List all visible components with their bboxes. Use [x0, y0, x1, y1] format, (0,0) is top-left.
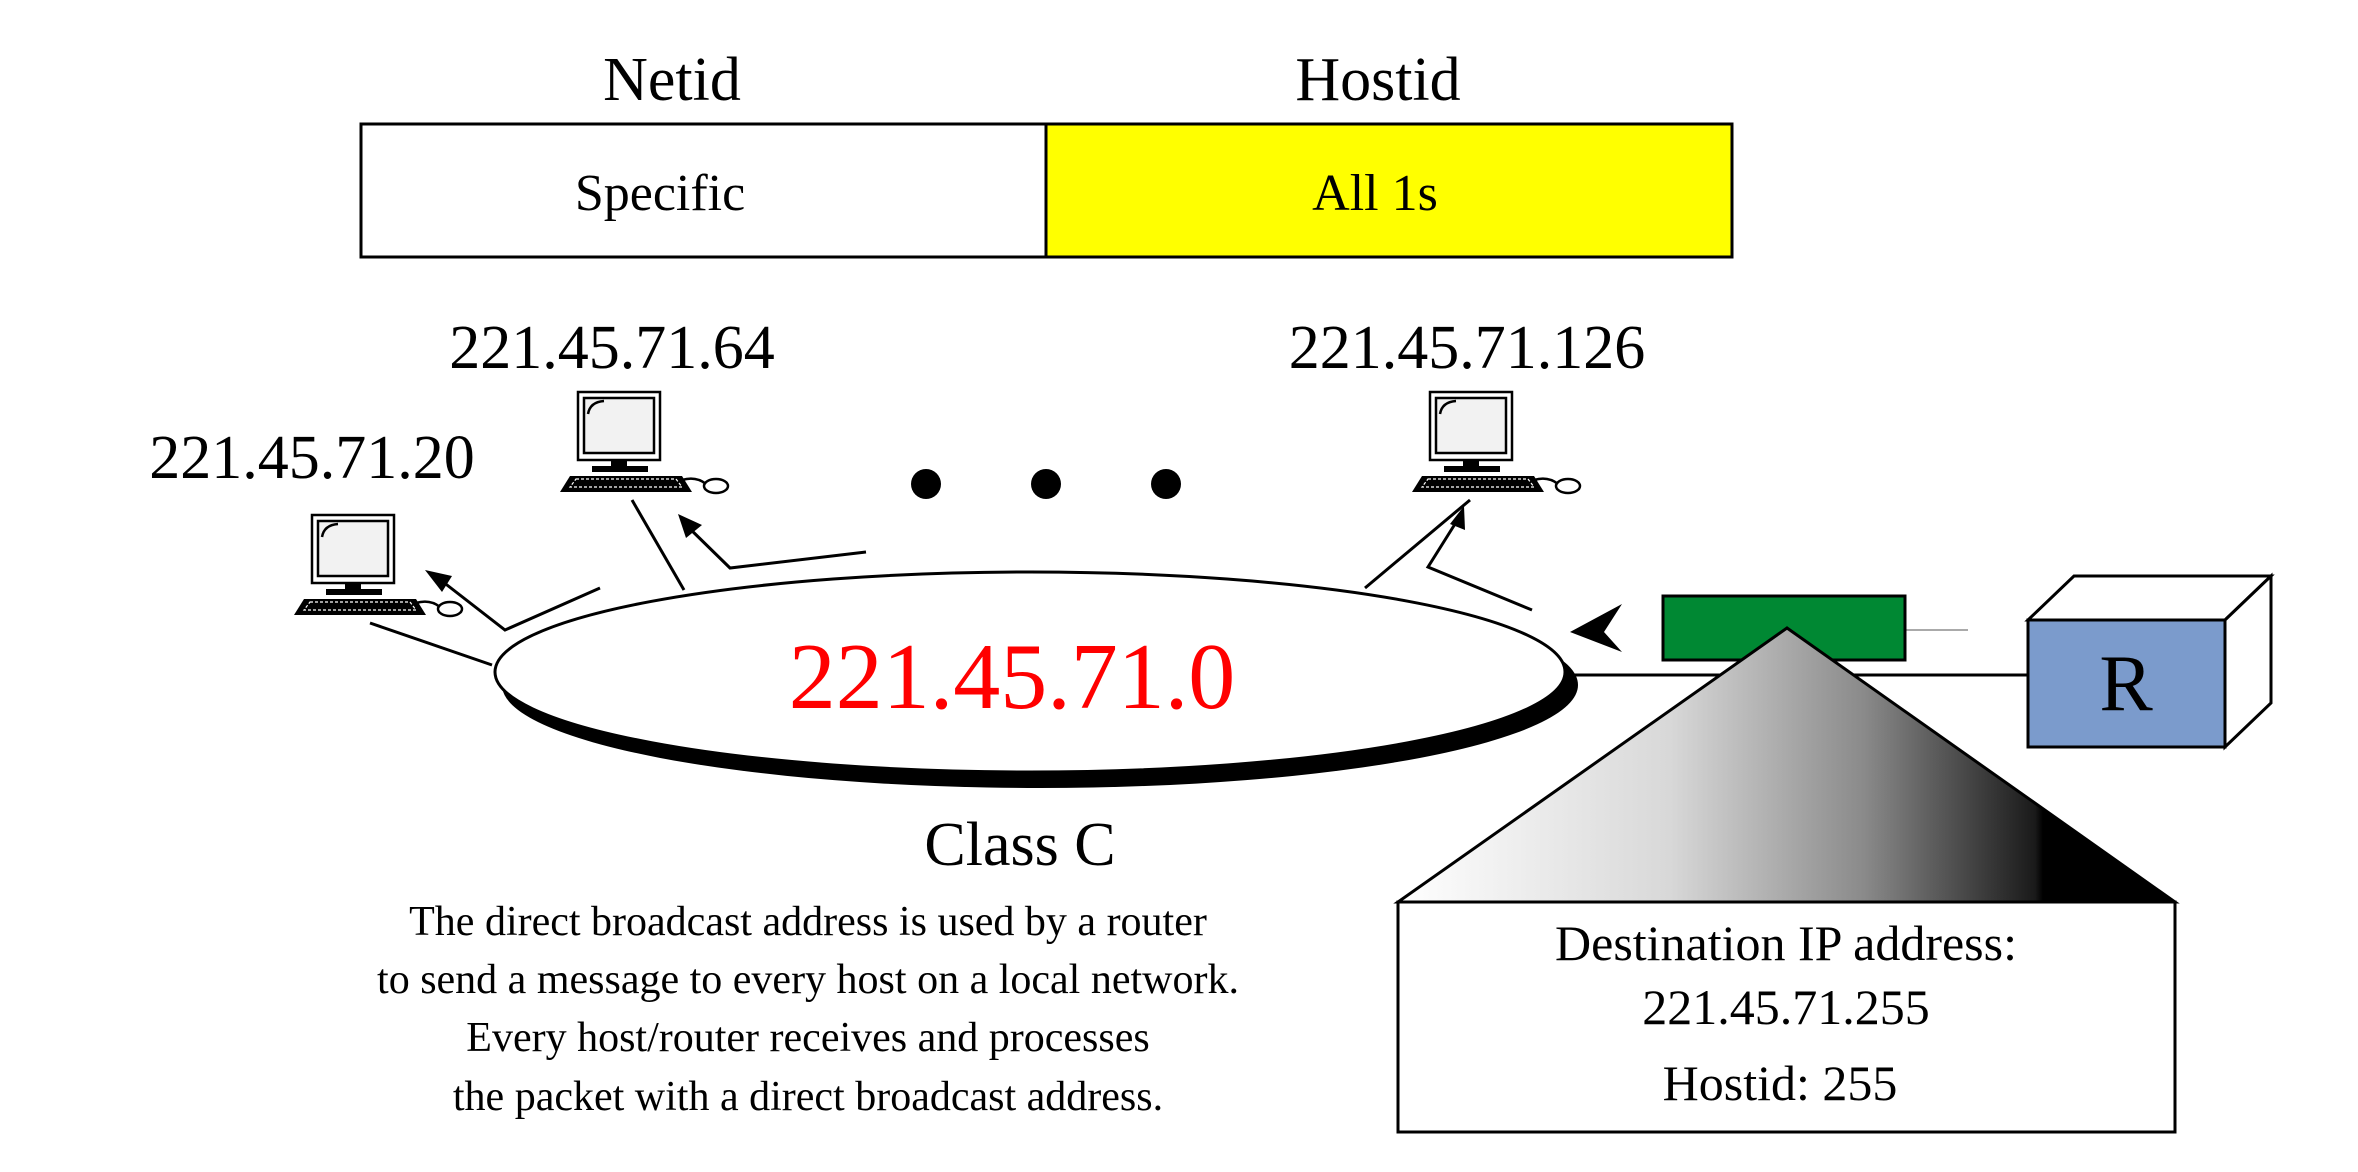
- network-class-label: Class C: [924, 811, 1115, 879]
- packet-direction-arrow: [1570, 604, 1622, 652]
- router-icon: [2024, 572, 2275, 751]
- caption-line-3: Every host/router receives and processes: [466, 1015, 1149, 1061]
- destination-ip: 221.45.71.255: [1642, 979, 1930, 1035]
- host-connections: [369, 498, 2030, 677]
- caption-line-4: the packet with a direct broadcast addre…: [453, 1074, 1163, 1120]
- hostid-value: All 1s: [1312, 165, 1438, 222]
- hostid-header: Hostid: [1295, 46, 1460, 114]
- router-label: R: [2099, 640, 2153, 728]
- host-2-ip-label: 221.45.71.64: [449, 314, 775, 382]
- host-1-ip-label: 221.45.71.20: [149, 424, 475, 492]
- network-address: 221.45.71.0: [789, 625, 1236, 729]
- host-1-computer-icon: [292, 513, 464, 618]
- arrowheads: [425, 506, 1465, 592]
- address-format: Netid Hostid Specific All 1s: [359, 46, 1734, 259]
- hostid-field: [1044, 122, 1734, 259]
- caption-line-2: to send a message to every host on a loc…: [377, 957, 1239, 1003]
- host-2-computer-icon: [558, 390, 730, 495]
- network-ellipse: [493, 570, 1578, 788]
- host-3-computer-icon: [1410, 390, 1582, 495]
- host-3-ip-label: 221.45.71.126: [1289, 314, 1646, 382]
- packet-details-box: [1396, 900, 2177, 1134]
- hostid-line: Hostid: 255: [1663, 1055, 1898, 1111]
- caption-line-1: The direct broadcast address is used by …: [409, 899, 1207, 945]
- destination-label: Destination IP address:: [1555, 915, 2017, 971]
- netid-field: [359, 122, 1048, 259]
- netid-value: Specific: [575, 165, 745, 222]
- caption: The direct broadcast address is used by …: [377, 899, 1239, 1120]
- more-hosts-ellipsis: [911, 469, 1181, 499]
- netid-header: Netid: [603, 46, 741, 114]
